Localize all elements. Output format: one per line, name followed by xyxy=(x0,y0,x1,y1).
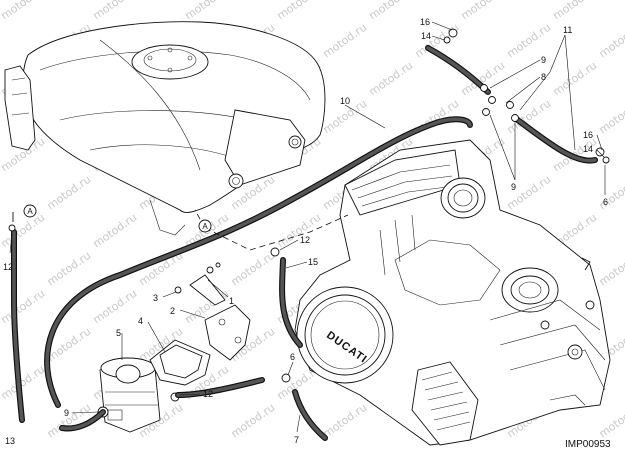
watermark-text: motod.ru xyxy=(550,59,599,99)
reference-circle-a-2 xyxy=(198,219,212,233)
fuel-tank xyxy=(4,21,326,236)
callout-14-right: 14 xyxy=(583,144,593,154)
callout-12-right: 12 xyxy=(300,235,310,245)
reference-label-a: A xyxy=(27,207,33,216)
watermark-text: motod.ru xyxy=(90,0,139,22)
watermark-text: motod.ru xyxy=(596,173,625,213)
watermark-text: motod.ru xyxy=(0,211,47,251)
watermark-text: motod.ru xyxy=(366,0,415,22)
reservoir-assembly xyxy=(97,262,251,433)
hoses xyxy=(11,45,598,441)
watermark-text: motod.ru xyxy=(596,401,625,441)
watermark-text: motod.ru xyxy=(274,211,323,251)
callout-3: 3 xyxy=(153,293,158,303)
leader-lines xyxy=(9,21,606,433)
callout-6-mid: 6 xyxy=(290,352,295,362)
fittings xyxy=(8,28,610,383)
callout-8: 8 xyxy=(541,72,546,82)
watermark-text: motod.ru xyxy=(0,363,47,403)
figure-code: IMP00953 xyxy=(565,439,611,450)
callout-1: 1 xyxy=(229,296,234,306)
callout-14-top: 14 xyxy=(421,31,431,41)
watermark-text: motod.ru xyxy=(90,287,139,327)
watermark-text: motod.ru xyxy=(228,249,277,289)
watermark-text: motod.ru xyxy=(366,59,415,99)
callout-6-right: 6 xyxy=(603,197,608,207)
callout-5: 5 xyxy=(116,328,121,338)
callout-9-mid: 9 xyxy=(511,182,516,192)
watermark-text: motod.ru xyxy=(44,173,93,213)
watermark-text: motod.ru xyxy=(44,249,93,289)
watermark-text: motod.ru xyxy=(44,401,93,441)
callout-2: 2 xyxy=(170,306,175,316)
watermark-text: motod.ru xyxy=(320,401,369,441)
watermark-text: motod.ru xyxy=(596,21,625,61)
callout-labels: 16 14 11 9 8 10 16 14 9 6 12 15 12 3 1 2… xyxy=(3,17,608,446)
watermark-text: motod.ru xyxy=(0,0,47,22)
callout-13: 13 xyxy=(5,436,15,446)
watermark-text: motod.ru xyxy=(228,401,277,441)
watermark-text: motod.ru xyxy=(504,173,553,213)
watermark-text: motod.ru xyxy=(458,59,507,99)
callout-15: 15 xyxy=(308,257,318,267)
watermark-text: motod.ru xyxy=(182,0,231,22)
watermark-text: motod.ru xyxy=(90,211,139,251)
reference-circle-a xyxy=(23,204,37,218)
callout-12-bottom: 12 xyxy=(203,389,213,399)
callout-7: 7 xyxy=(294,435,299,445)
watermark-text: motod.ru xyxy=(458,0,507,22)
callout-11: 11 xyxy=(563,25,572,35)
callout-4: 4 xyxy=(138,316,143,326)
watermark-text: motod.ru xyxy=(274,0,323,22)
watermark-text: motod.ru xyxy=(0,287,47,327)
callout-16-right: 16 xyxy=(583,130,593,140)
watermark-text: motod.ru xyxy=(320,21,369,61)
callout-9-top: 9 xyxy=(541,55,546,65)
reference-label-a-2: A xyxy=(202,222,208,231)
callout-12-left: 12 xyxy=(3,262,13,272)
callout-16-top: 16 xyxy=(420,17,430,27)
callout-9-bottom: 9 xyxy=(64,408,69,418)
watermark-text: motod.ru xyxy=(596,97,625,137)
watermark-text: motod.ru xyxy=(550,0,599,22)
watermark-text: motod.ru xyxy=(596,249,625,289)
callout-10: 10 xyxy=(340,96,350,106)
engine: DUCATI xyxy=(294,139,611,446)
